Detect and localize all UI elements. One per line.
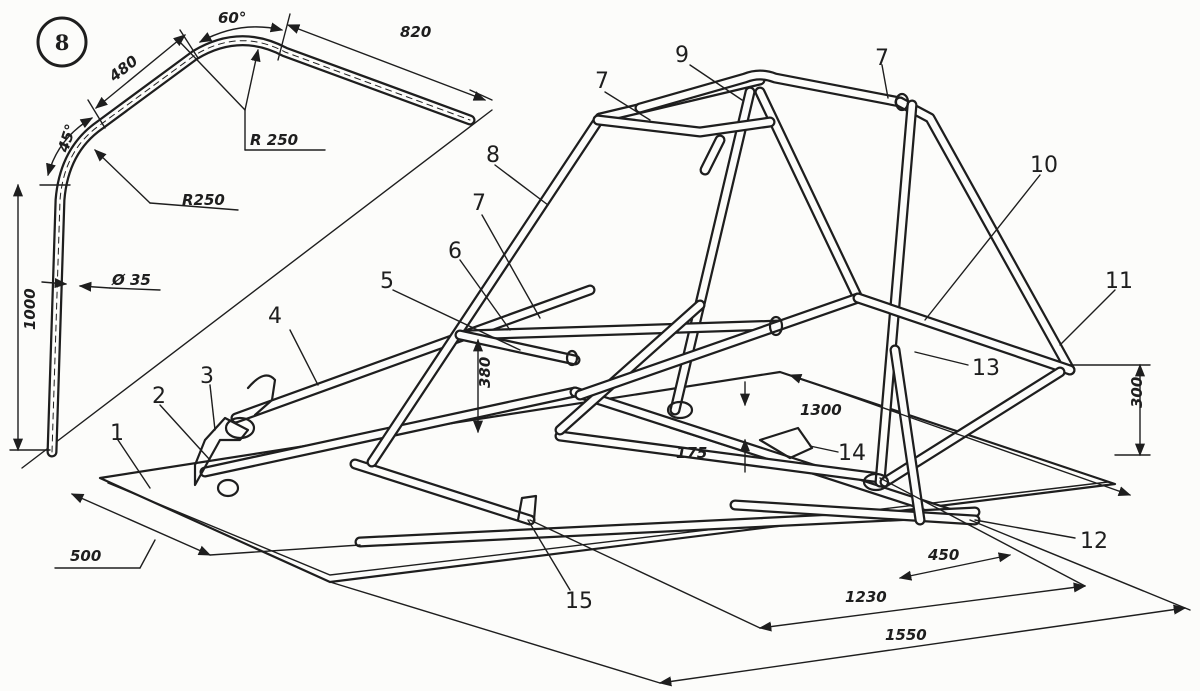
callout-8: 8: [486, 143, 500, 168]
callout-10: 10: [1030, 153, 1058, 178]
callout-12: 12: [1080, 529, 1108, 554]
callout-1: 1: [110, 421, 124, 446]
dim-line-820: [286, 24, 487, 101]
dim-angle-60: 60°: [218, 9, 246, 27]
dim-line-480: [95, 34, 186, 109]
leader-r250-side: [94, 149, 151, 204]
dim-line-450: [898, 552, 1012, 581]
dim-line-1230: [758, 582, 1087, 632]
callout-5: 5: [380, 269, 394, 294]
dim-diameter: Ø 35: [111, 271, 151, 289]
callout-3: 3: [200, 364, 214, 389]
callout-labels: 1 2 3 4 5 6 7 7 7 8 9 10 11 12 13 14 15: [110, 43, 1133, 614]
bracket-15: [516, 494, 538, 522]
dimension-labels: 8 60° 820 480 R 250 R250 45° Ø 35 1000 3…: [21, 9, 1146, 644]
callout-7-top: 7: [875, 46, 889, 71]
dim-arc-45: [46, 117, 94, 177]
dim-380: 380: [476, 357, 494, 388]
dim-arc-60: [198, 22, 284, 43]
dim-820: 820: [400, 23, 431, 41]
dim-line-1550: [658, 604, 1187, 687]
figure-number-badge: [36, 16, 88, 68]
figure-number: 8: [55, 30, 70, 55]
dim-line-1300: [788, 374, 1132, 496]
callout-4: 4: [268, 304, 282, 329]
base-frame: [199, 386, 981, 548]
dim-1000: 1000: [21, 288, 39, 330]
dim-1300: 1300: [800, 401, 842, 419]
dim-1550: 1550: [885, 626, 927, 644]
callout-leaders: [117, 64, 1116, 591]
inset-divider-line: [21, 109, 493, 469]
dim-175: 175: [676, 444, 707, 462]
callout-15: 15: [565, 589, 593, 614]
dim-r250-side: R250: [182, 191, 225, 209]
callout-9: 9: [675, 43, 689, 68]
pedal-mount: [193, 374, 277, 498]
dim-500: 500: [70, 547, 101, 565]
dim-r250-top: R 250: [250, 131, 298, 149]
dim-1230: 1230: [845, 588, 887, 606]
main-dimensions: [54, 338, 1191, 687]
steering-rod-4: [230, 284, 596, 424]
dim-300: 300: [1128, 377, 1146, 408]
leader-r250-top: [177, 39, 246, 111]
dim-line-500: [70, 493, 212, 556]
tube-detail-inset: [9, 13, 493, 469]
dim-450: 450: [927, 546, 959, 564]
callout-11: 11: [1105, 269, 1133, 294]
callout-2: 2: [152, 384, 166, 409]
callout-14: 14: [838, 441, 866, 466]
dim-480: 480: [105, 52, 142, 86]
callout-7-seat: 7: [472, 191, 486, 216]
callout-6: 6: [448, 239, 462, 264]
callout-7-headrest: 7: [595, 69, 609, 94]
callout-13: 13: [972, 356, 1000, 381]
